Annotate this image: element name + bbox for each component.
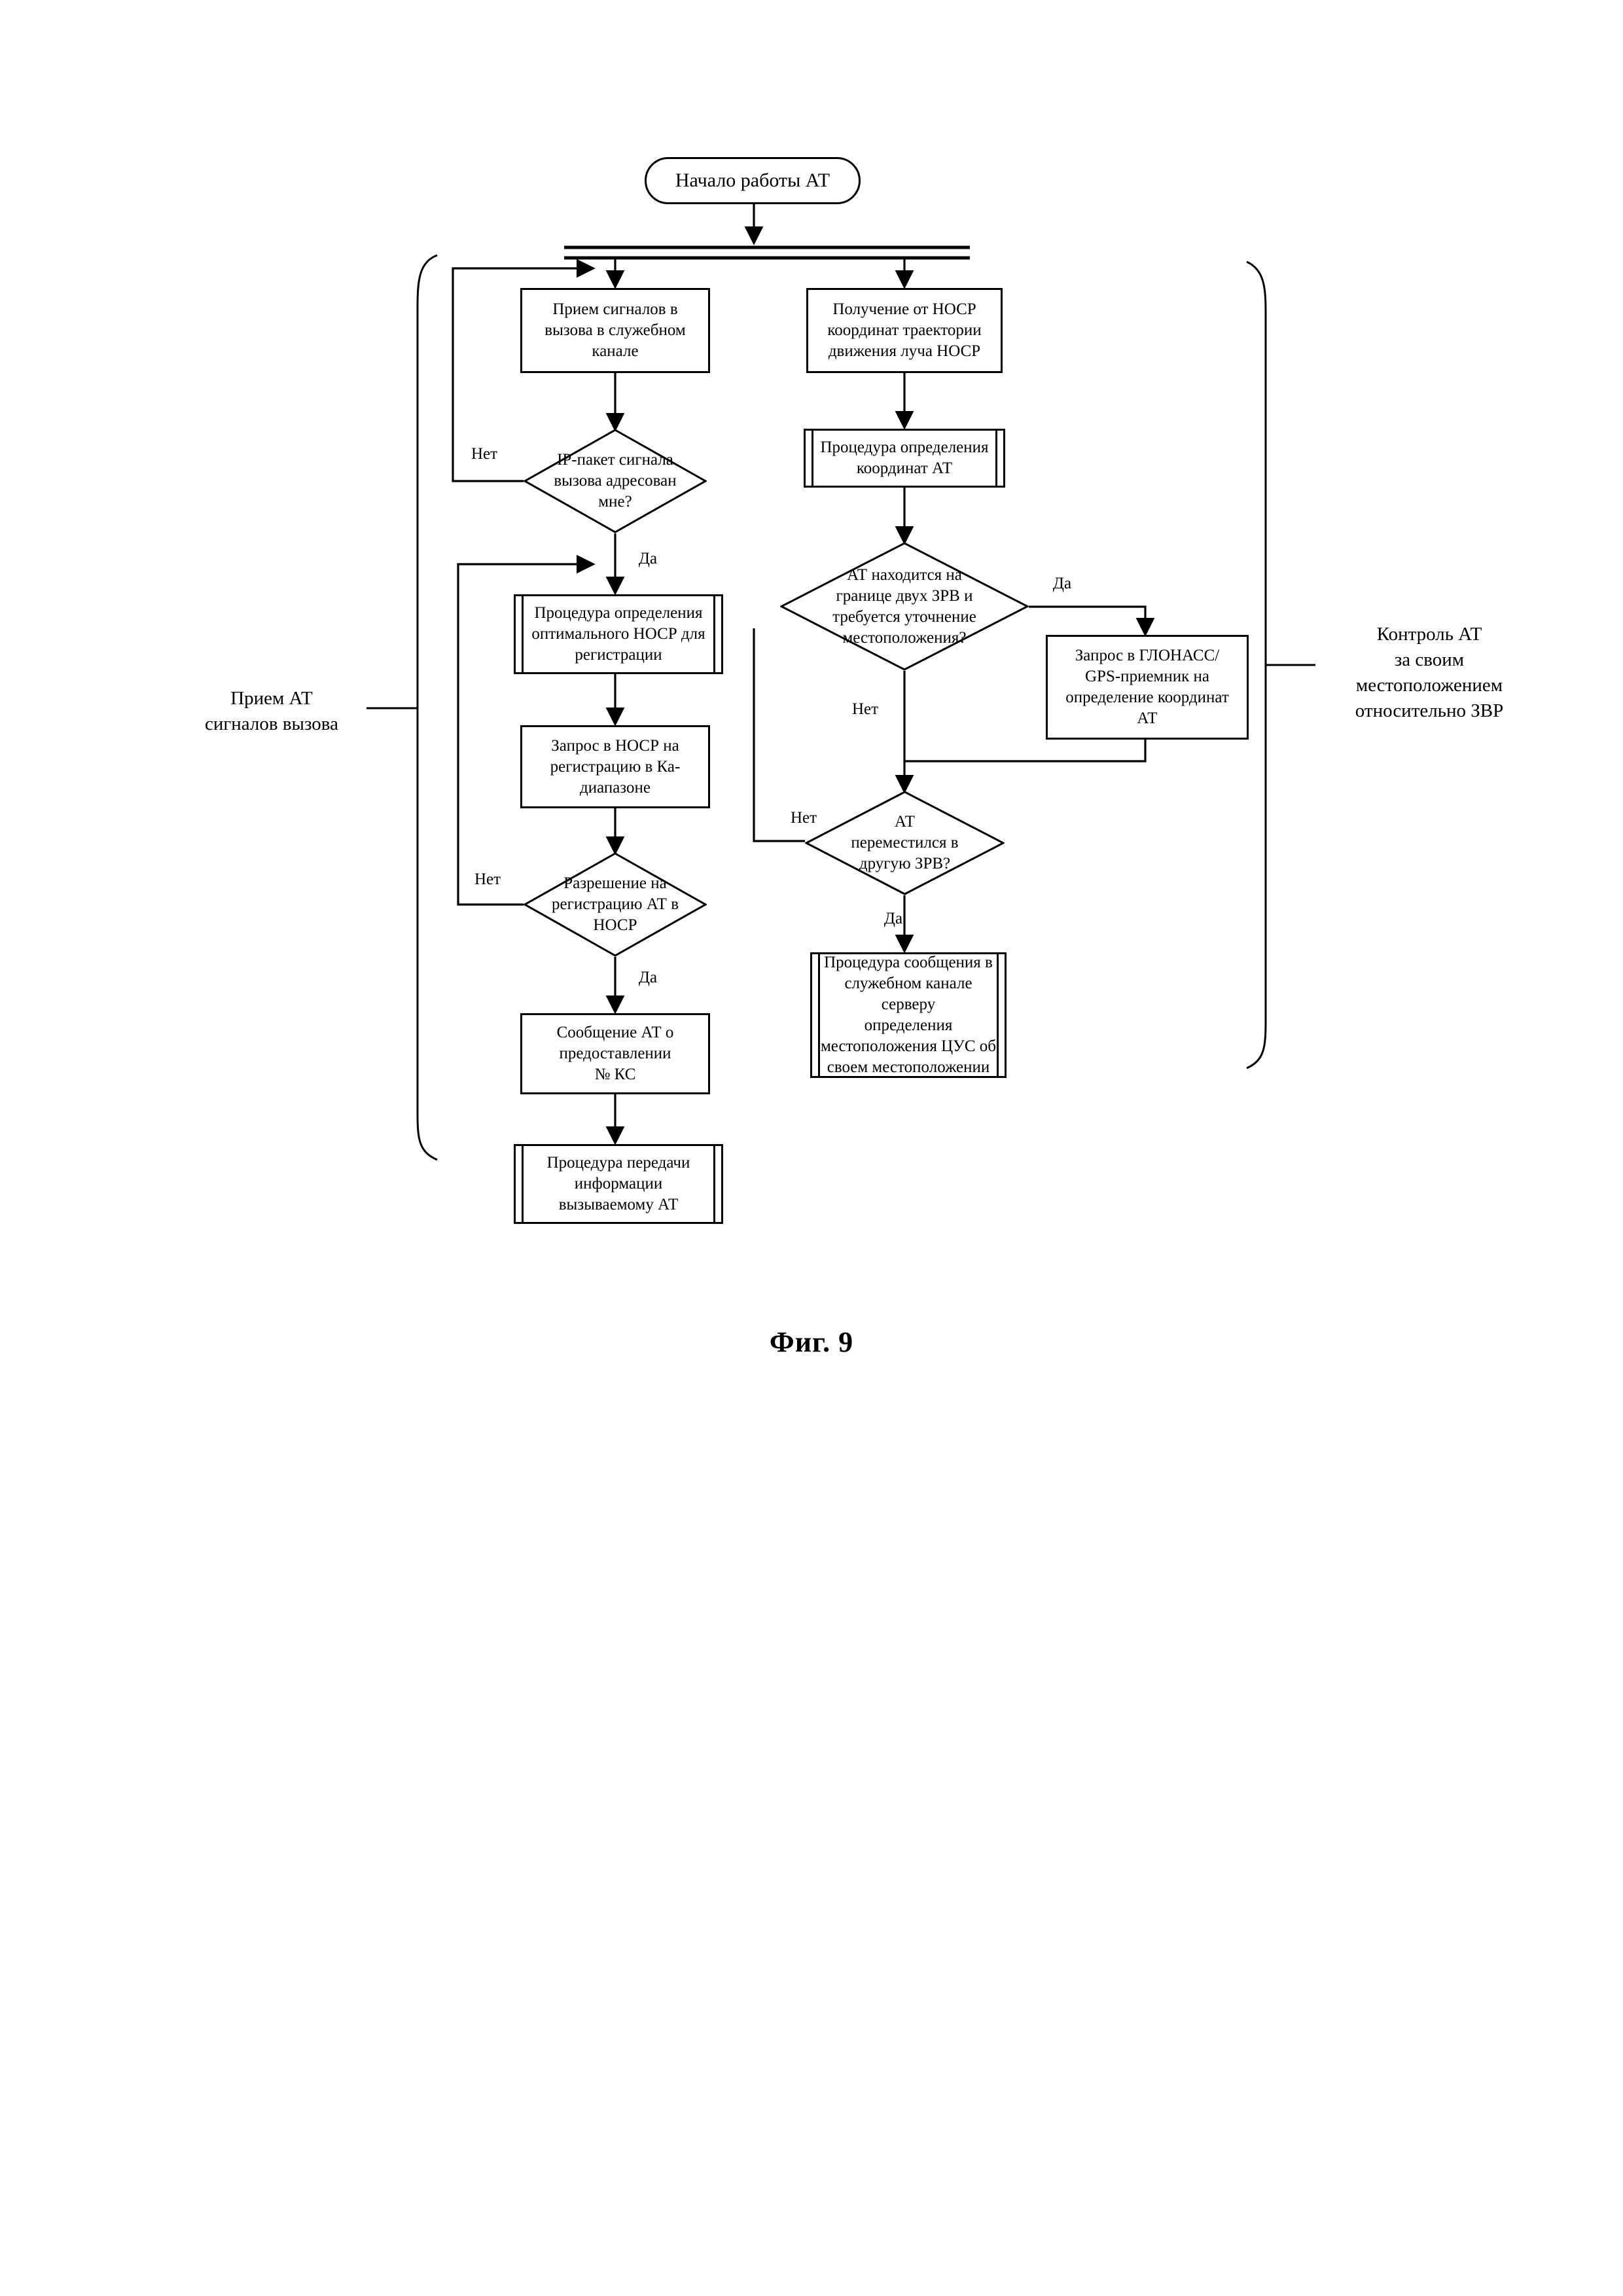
- edge-label-reg-yes: Да: [638, 969, 658, 986]
- node-report-position-label: Процедура сообщения в служебном канале с…: [820, 954, 997, 1076]
- diamond-shape-registration: [524, 852, 707, 957]
- edge-label-ip-yes: Да: [638, 550, 658, 567]
- edge-label-moved-yes: Да: [883, 910, 903, 927]
- node-transfer-info: Процедура передачи информации вызываемом…: [514, 1144, 723, 1224]
- edge-label-reg-no: Нет: [474, 870, 501, 888]
- node-get-trajectory: Получение от НОСР координат траектории д…: [806, 288, 1003, 373]
- node-coord-procedure: Процедура определения координат АТ: [804, 429, 1005, 488]
- node-report-position: Процедура сообщения в служебном канале с…: [810, 952, 1007, 1078]
- bracket-label-left: Прием АТ сигналов вызова: [205, 688, 338, 735]
- node-optimal-nosr: Процедура определения оптимального НОСР …: [514, 594, 723, 674]
- node-ka-request: Запрос в НОСР на регистрацию в Ка- диапа…: [520, 725, 710, 808]
- edge-label-ip-no: Нет: [471, 445, 498, 463]
- node-get-trajectory-label: Получение от НОСР координат траектории д…: [827, 300, 982, 360]
- node-glonass-request: Запрос в ГЛОНАСС/ GPS-приемник на опреде…: [1046, 635, 1249, 740]
- node-moved-decision: АТ переместился в другую ЗРВ?: [805, 791, 1005, 895]
- edge-label-moved-no: Нет: [790, 809, 817, 827]
- node-receive-signals-label: Прием сигналов в вызова в служебном кана…: [544, 300, 686, 360]
- edge-label-border-no: Нет: [851, 700, 879, 718]
- node-glonass-request-label: Запрос в ГЛОНАСС/ GPS-приемник на опреде…: [1065, 647, 1229, 727]
- node-ip-packet-decision-label: IP-пакет сигнала вызова адресован мне?: [554, 451, 677, 511]
- diamond-shape-moved: [805, 791, 1005, 895]
- node-ks-message: Сообщение АТ о предоставлении № КС: [520, 1013, 710, 1094]
- node-coord-procedure-label: Процедура определения координат АТ: [820, 439, 989, 477]
- node-optimal-nosr-label: Процедура определения оптимального НОСР …: [531, 604, 705, 664]
- node-start: Начало работы АТ: [645, 157, 861, 204]
- node-border-decision-label: АТ находится на границе двух ЗРВ и требу…: [832, 565, 976, 647]
- diamond-shape-border: [780, 542, 1029, 671]
- node-ks-message-label: Сообщение АТ о предоставлении № КС: [556, 1024, 674, 1083]
- node-moved-decision-label: АТ переместился в другую ЗРВ?: [851, 813, 959, 872]
- diamond-shape-ip-packet: [524, 429, 707, 533]
- figure-caption: Фиг. 9: [769, 1326, 854, 1358]
- node-transfer-info-label: Процедура передачи информации вызываемом…: [546, 1154, 690, 1213]
- node-border-decision: АТ находится на границе двух ЗРВ и требу…: [780, 542, 1029, 671]
- node-registration-decision-label: Разрешение на регистрацию АТ в НОСР: [551, 874, 679, 934]
- node-ip-packet-decision: IP-пакет сигнала вызова адресован мне?: [524, 429, 707, 533]
- node-ka-request-label: Запрос в НОСР на регистрацию в Ка- диапа…: [550, 736, 681, 797]
- edge-label-border-yes: Да: [1052, 575, 1072, 592]
- bracket-label-right: Контроль АТ за своим местоположением отн…: [1355, 624, 1504, 722]
- node-start-label: Начало работы АТ: [675, 169, 830, 191]
- node-registration-decision: Разрешение на регистрацию АТ в НОСР: [524, 852, 707, 957]
- node-receive-signals: Прием сигналов в вызова в служебном кана…: [520, 288, 710, 373]
